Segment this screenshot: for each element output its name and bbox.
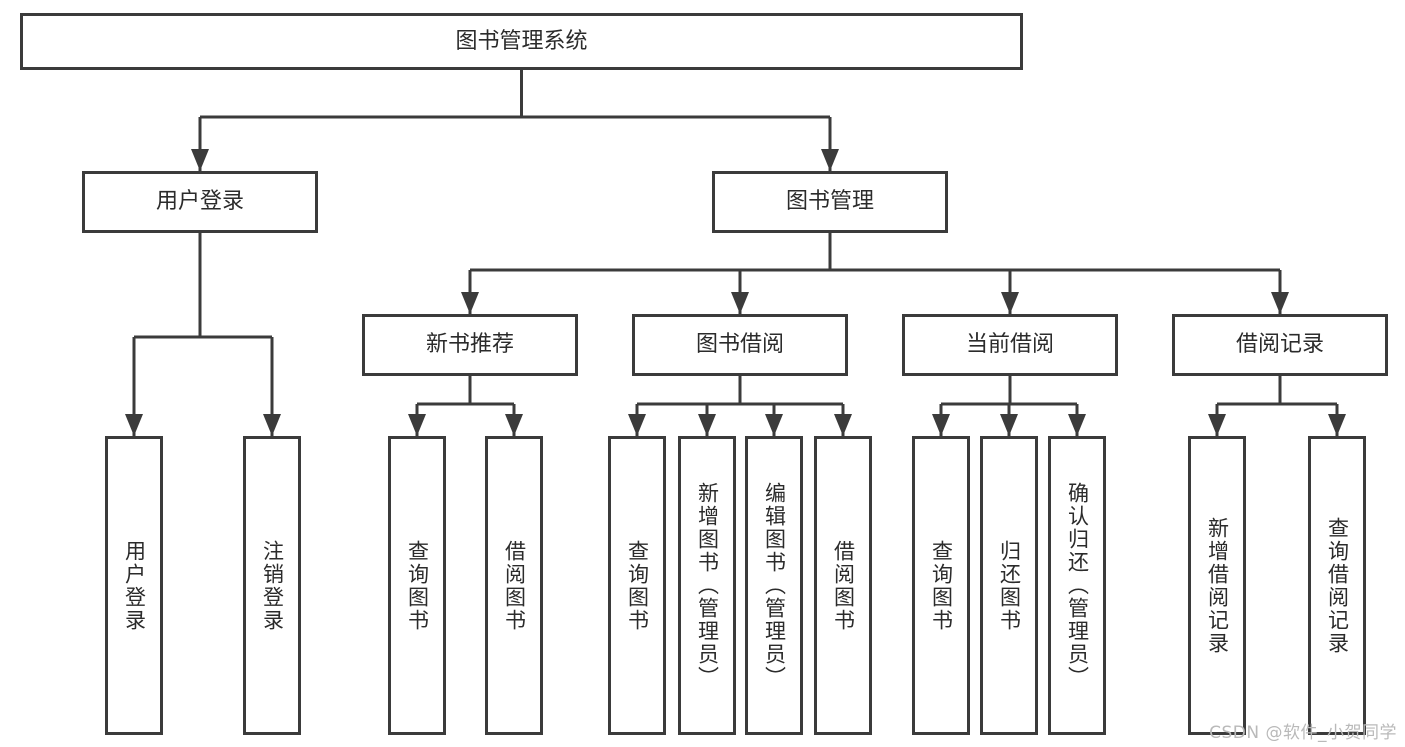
node-l2-图书管理-rect[interactable] bbox=[712, 171, 948, 233]
conn-root-arrow-0 bbox=[191, 149, 209, 171]
conn-tushuguanli-arrow-2 bbox=[1001, 292, 1019, 314]
node-root-rect[interactable] bbox=[20, 13, 1023, 70]
conn-xinshutuijian-arrow-0 bbox=[408, 414, 426, 436]
conn-xinshutuijian-arrow-1 bbox=[505, 414, 523, 436]
conn-tushuguanli-arrow-0 bbox=[461, 292, 479, 314]
node-leaf-0-用户登录-rect[interactable] bbox=[105, 436, 163, 735]
node-l2-用户登录[interactable] bbox=[82, 171, 318, 233]
node-leaf-11-新增借阅记录[interactable] bbox=[1188, 436, 1246, 735]
node-leaf-3-借阅图书[interactable] bbox=[485, 436, 543, 735]
node-leaf-5-新增图书管理员-rect[interactable] bbox=[678, 436, 736, 735]
node-leaf-10-确认归还管理员-rect[interactable] bbox=[1048, 436, 1106, 735]
conn-dangqianjieyue-arrow-2 bbox=[1068, 414, 1086, 436]
node-leaf-12-查询借阅记录-rect[interactable] bbox=[1308, 436, 1366, 735]
conn-jieyuejilu-arrow-0 bbox=[1208, 414, 1226, 436]
node-leaf-1-注销登录[interactable] bbox=[243, 436, 301, 735]
node-l3-图书借阅[interactable] bbox=[632, 314, 848, 376]
conn-tushujieyue-arrow-1 bbox=[698, 414, 716, 436]
node-leaf-10-确认归还管理员[interactable] bbox=[1048, 436, 1106, 735]
node-leaf-9-归还图书[interactable] bbox=[980, 436, 1038, 735]
conn-yonghudenglu-arrow-0 bbox=[125, 414, 143, 436]
conn-tushujieyue-arrow-3 bbox=[834, 414, 852, 436]
node-leaf-2-查询图书[interactable] bbox=[388, 436, 446, 735]
node-leaf-7-借阅图书-rect[interactable] bbox=[814, 436, 872, 735]
node-leaf-2-查询图书-rect[interactable] bbox=[388, 436, 446, 735]
node-l3-新书推荐-rect[interactable] bbox=[362, 314, 578, 376]
node-leaf-5-新增图书管理员[interactable] bbox=[678, 436, 736, 735]
node-leaf-3-借阅图书-rect[interactable] bbox=[485, 436, 543, 735]
conn-tushujieyue-arrow-2 bbox=[765, 414, 783, 436]
node-root[interactable] bbox=[20, 13, 1023, 70]
node-leaf-6-编辑图书管理员[interactable] bbox=[745, 436, 803, 735]
node-leaf-1-注销登录-rect[interactable] bbox=[243, 436, 301, 735]
node-l3-新书推荐[interactable] bbox=[362, 314, 578, 376]
node-leaf-11-新增借阅记录-rect[interactable] bbox=[1188, 436, 1246, 735]
node-leaf-4-查询图书[interactable] bbox=[608, 436, 666, 735]
node-l3-图书借阅-rect[interactable] bbox=[632, 314, 848, 376]
node-leaf-4-查询图书-rect[interactable] bbox=[608, 436, 666, 735]
node-leaf-12-查询借阅记录[interactable] bbox=[1308, 436, 1366, 735]
conn-tushuguanli-arrow-3 bbox=[1271, 292, 1289, 314]
node-leaf-0-用户登录[interactable] bbox=[105, 436, 163, 735]
node-l3-借阅记录-rect[interactable] bbox=[1172, 314, 1388, 376]
watermark-text: CSDN @软件_小贺同学 bbox=[1209, 723, 1397, 743]
node-l2-图书管理[interactable] bbox=[712, 171, 948, 233]
node-leaf-7-借阅图书[interactable] bbox=[814, 436, 872, 735]
node-l3-借阅记录[interactable] bbox=[1172, 314, 1388, 376]
node-leaf-9-归还图书-rect[interactable] bbox=[980, 436, 1038, 735]
conn-dangqianjieyue-arrow-1 bbox=[1000, 414, 1018, 436]
node-leaf-6-编辑图书管理员-rect[interactable] bbox=[745, 436, 803, 735]
conn-root-arrow-1 bbox=[821, 149, 839, 171]
node-leaf-8-查询图书-rect[interactable] bbox=[912, 436, 970, 735]
node-l3-当前借阅[interactable] bbox=[902, 314, 1118, 376]
conn-yonghudenglu-arrow-1 bbox=[263, 414, 281, 436]
conn-dangqianjieyue-arrow-0 bbox=[932, 414, 950, 436]
node-leaf-8-查询图书[interactable] bbox=[912, 436, 970, 735]
node-l3-当前借阅-rect[interactable] bbox=[902, 314, 1118, 376]
conn-jieyuejilu-arrow-1 bbox=[1328, 414, 1346, 436]
node-l2-用户登录-rect[interactable] bbox=[82, 171, 318, 233]
conn-tushuguanli-arrow-1 bbox=[731, 292, 749, 314]
conn-tushujieyue-arrow-0 bbox=[628, 414, 646, 436]
